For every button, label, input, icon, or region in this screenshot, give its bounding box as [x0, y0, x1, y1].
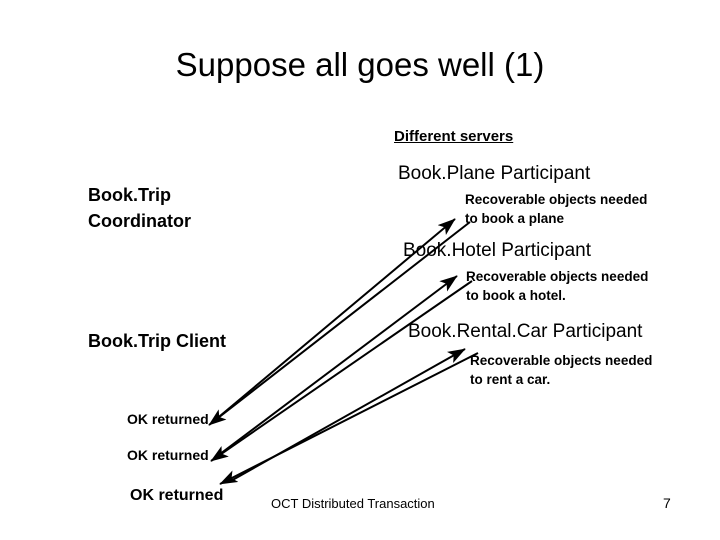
- response-label-2: OK returned: [127, 447, 209, 463]
- role-label-coordinator: Book.Trip Coordinator: [88, 185, 191, 232]
- participant-description-hotel: Recoverable objects needed to book a hot…: [466, 269, 649, 303]
- participant-title-hotel: Book.Hotel Participant: [403, 240, 591, 261]
- role-label-client: Book.Trip Client: [88, 331, 227, 351]
- response-label-1: OK returned: [127, 411, 209, 427]
- page-number: 7: [663, 495, 671, 511]
- page-title: Suppose all goes well (1): [175, 46, 545, 83]
- arrow-response-car: [219, 352, 479, 485]
- arrow-response-hotel: [210, 280, 473, 462]
- participant-title-plane: Book.Plane Participant: [398, 163, 591, 184]
- participant-title-rentalcar: Book.Rental.Car Participant: [408, 321, 643, 342]
- response-label-3: OK returned: [130, 487, 224, 504]
- participant-description-plane: Recoverable objects needed to book a pla…: [465, 192, 648, 226]
- arrow-request-hotel: [215, 275, 458, 458]
- footer-text: OCT Distributed Transaction: [271, 496, 435, 511]
- participant-description-rentalcar: Recoverable objects needed to rent a car…: [470, 353, 653, 387]
- section-heading-different-servers: Different servers: [394, 128, 514, 145]
- arrow-request-car: [228, 348, 466, 483]
